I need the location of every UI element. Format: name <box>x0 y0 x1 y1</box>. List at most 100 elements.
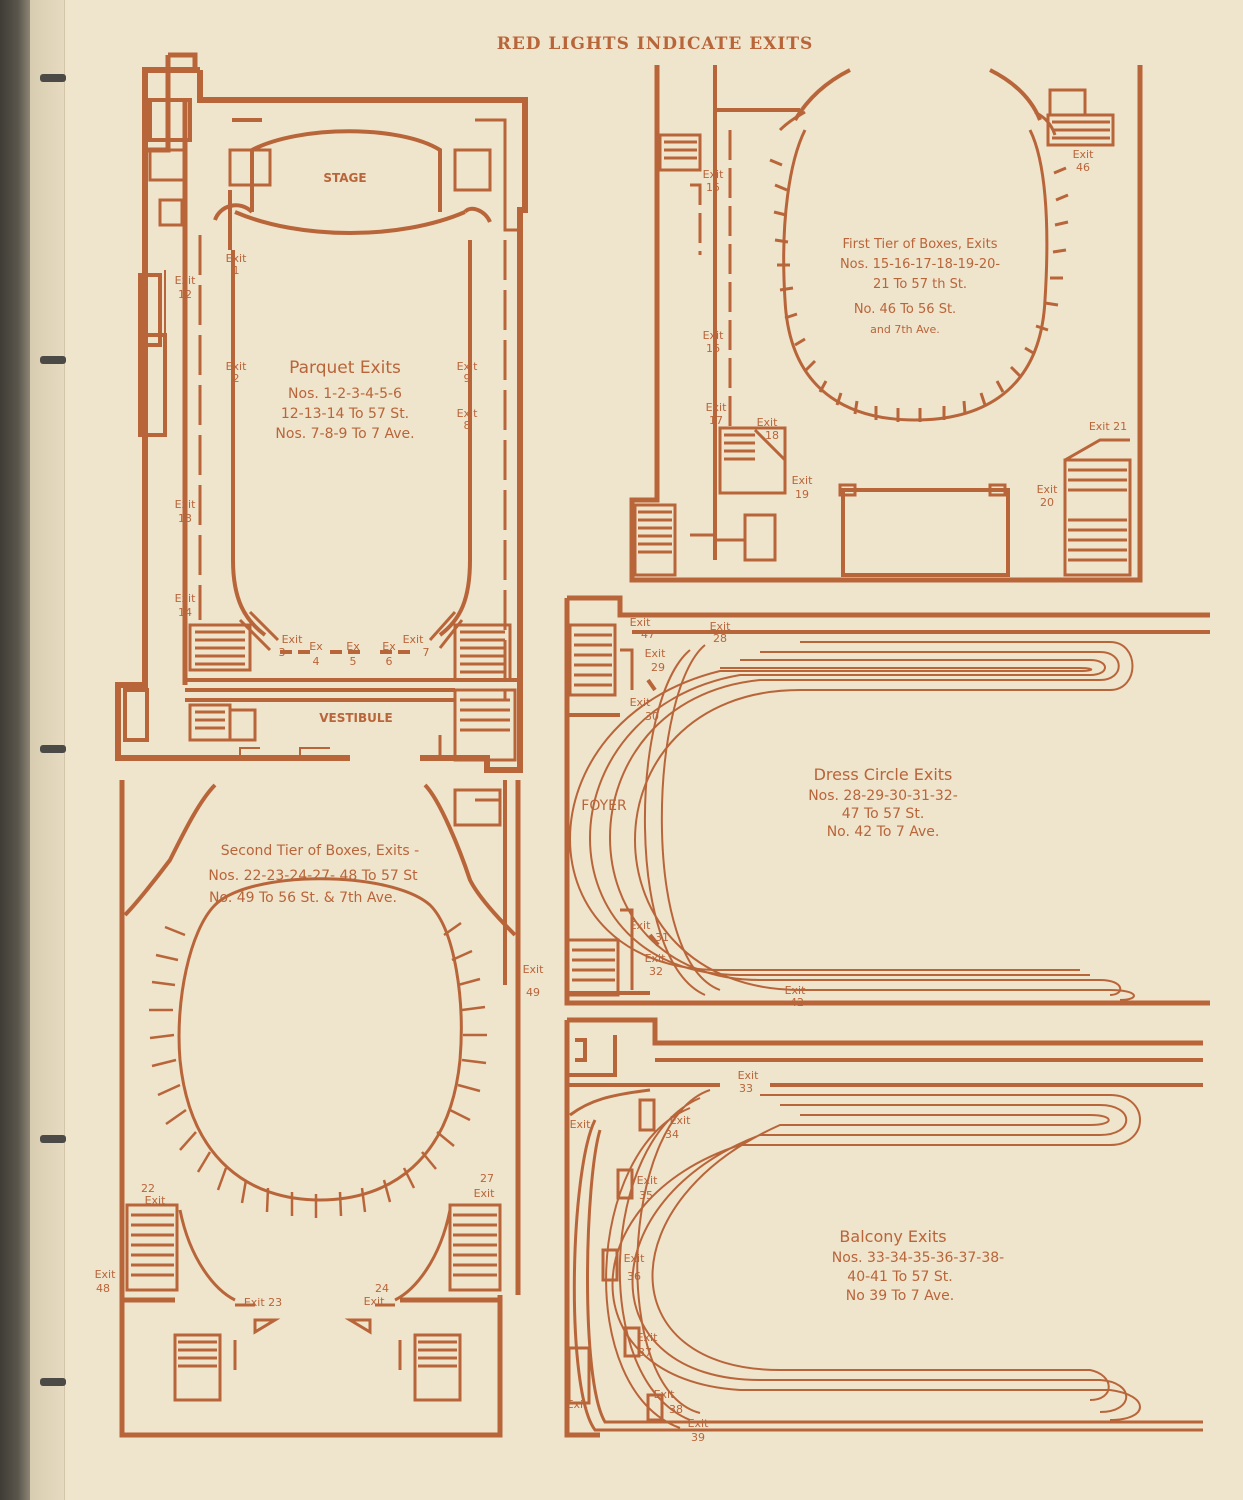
exit-9-number: 9 <box>464 372 471 385</box>
exit-16-number: 16 <box>706 342 720 355</box>
exit-33-label: Exit <box>738 1069 760 1082</box>
dress-circle-title: Dress Circle Exits <box>814 765 953 784</box>
exit-15-label: Exit <box>703 168 725 181</box>
binding-strip <box>0 0 30 1500</box>
exit-12-number: 12 <box>178 288 192 301</box>
balcony-plan <box>564 1017 1203 1438</box>
balcony-exit-lower-left: Exit <box>567 1398 589 1411</box>
parquet-line-3: Nos. 7-8-9 To 7 Ave. <box>275 426 414 442</box>
exit-47-number: 47 <box>641 628 655 641</box>
exit-42-number: 42 <box>790 996 804 1009</box>
exit-8-label: Exit <box>457 407 479 420</box>
exit-32-number: 32 <box>649 965 663 978</box>
exit-3-label: Exit <box>282 633 304 646</box>
dress-circle-line-2: 47 To 57 St. <box>842 806 925 822</box>
exit-19-label: Exit <box>792 474 814 487</box>
exit-20-number: 20 <box>1040 496 1054 509</box>
second-tier-line-1: Second Tier of Boxes, Exits - <box>221 843 419 859</box>
parquet-plan <box>115 52 528 773</box>
exit-2-label: Exit <box>226 360 248 373</box>
exit-6-number: 6 <box>386 655 393 668</box>
exit-28-label: Exit <box>710 620 732 633</box>
exit-47-label: Exit <box>630 616 652 629</box>
exit-33-number: 33 <box>739 1082 753 1095</box>
exit-5-number: 5 <box>350 655 357 668</box>
exit-49-label: Exit <box>523 963 545 976</box>
exit-7-label: Exit <box>403 633 425 646</box>
exit-39-label: Exit <box>688 1417 710 1430</box>
exit-49-number: 49 <box>526 986 540 999</box>
exit-16-label: Exit <box>703 329 725 342</box>
exit-35-number: 35 <box>639 1189 653 1202</box>
exit-22-label: Exit <box>145 1194 167 1207</box>
exit-37-number: 37 <box>638 1346 652 1359</box>
exit-37-label: Exit <box>637 1331 659 1344</box>
exit-27-label: Exit <box>474 1187 496 1200</box>
exit-46-label: Exit <box>1073 148 1095 161</box>
first-tier-line-1: First Tier of Boxes, Exits <box>843 237 998 252</box>
staple <box>40 1135 66 1143</box>
exit-24-label: Exit <box>364 1295 386 1308</box>
exit-48-number: 48 <box>96 1282 110 1295</box>
exit-14-label: Exit <box>175 592 197 605</box>
second-tier-labels: Second Tier of Boxes, Exits - Nos. 22-23… <box>95 843 545 1309</box>
exit-17-label: Exit <box>706 401 728 414</box>
exit-31-number: 31 <box>655 931 669 944</box>
exit-42-label: Exit <box>785 984 807 997</box>
exit-13-number: 13 <box>178 512 192 525</box>
exit-38-label: Exit <box>654 1388 676 1401</box>
exit-1-number: 1 <box>233 264 240 277</box>
first-tier-plan <box>629 65 1143 583</box>
staple <box>40 745 66 753</box>
exit-21-label: Exit 21 <box>1089 420 1127 433</box>
exit-34-label: Exit <box>670 1114 692 1127</box>
first-tier-labels: First Tier of Boxes, Exits Nos. 15-16-17… <box>703 148 1128 509</box>
first-tier-line-3: 21 To 57 th St. <box>873 277 967 292</box>
exit-18-number: 18 <box>765 429 779 442</box>
balcony-exit-upper-left: Exit <box>570 1118 592 1131</box>
exit-19-number: 19 <box>795 488 809 501</box>
exit-46-number: 46 <box>1076 161 1090 174</box>
exit-32-label: Exit <box>645 952 667 965</box>
exit-24-number: 24 <box>375 1282 389 1295</box>
dress-circle-plan <box>564 595 1210 1006</box>
exit-4-number: 4 <box>313 655 320 668</box>
balcony-title: Balcony Exits <box>839 1227 946 1246</box>
exit-38-number: 38 <box>669 1403 683 1416</box>
dress-circle-line-3: No. 42 To 7 Ave. <box>827 824 940 840</box>
exit-20-label: Exit <box>1037 483 1059 496</box>
exit-8-number: 8 <box>464 419 471 432</box>
first-tier-line-2: Nos. 15-16-17-18-19-20- <box>840 257 1000 272</box>
exit-6-label: Ex <box>382 640 396 653</box>
exit-3-number: 3 <box>279 646 286 659</box>
exit-39-number: 39 <box>691 1431 705 1444</box>
exit-22-number: 22 <box>141 1182 155 1195</box>
exit-28-number: 28 <box>713 632 727 645</box>
exit-18-label: Exit <box>757 416 779 429</box>
exit-7-number: 7 <box>423 646 430 659</box>
exit-4-label: Ex <box>309 640 323 653</box>
exit-17-number: 17 <box>709 414 723 427</box>
dress-circle-labels: FOYER Dress Circle Exits Nos. 28-29-30-3… <box>581 616 958 1009</box>
parquet-line-2: 12-13-14 To 57 St. <box>281 406 409 422</box>
exit-1-label: Exit <box>226 252 248 265</box>
exit-31-label: Exit <box>630 919 652 932</box>
exit-27-number: 27 <box>480 1172 494 1185</box>
exit-35-label: Exit <box>637 1174 659 1187</box>
exit-9-label: Exit <box>457 360 479 373</box>
first-tier-box-ticks <box>769 158 1069 422</box>
exit-30-number: 30 <box>645 710 659 723</box>
second-tier-plan <box>119 780 521 1438</box>
parquet-line-1: Nos. 1-2-3-4-5-6 <box>288 386 402 402</box>
balcony-labels: Balcony Exits Nos. 33-34-35-36-37-38- 40… <box>567 1069 1005 1444</box>
header-title: RED LIGHTS INDICATE EXITS <box>497 34 814 54</box>
parquet-labels: STAGE VESTIBULE Parquet Exits Nos. 1-2-3… <box>175 171 479 725</box>
first-tier-line-5: and 7th Ave. <box>870 323 940 336</box>
second-tier-line-3: No. 49 To 56 St. & 7th Ave. <box>209 890 397 906</box>
staple <box>40 356 66 364</box>
balcony-line-2: 40-41 To 57 St. <box>847 1269 952 1285</box>
exit-29-label: Exit <box>645 647 667 660</box>
balcony-line-1: Nos. 33-34-35-36-37-38- <box>832 1250 1004 1266</box>
exit-30-label: Exit <box>630 696 652 709</box>
